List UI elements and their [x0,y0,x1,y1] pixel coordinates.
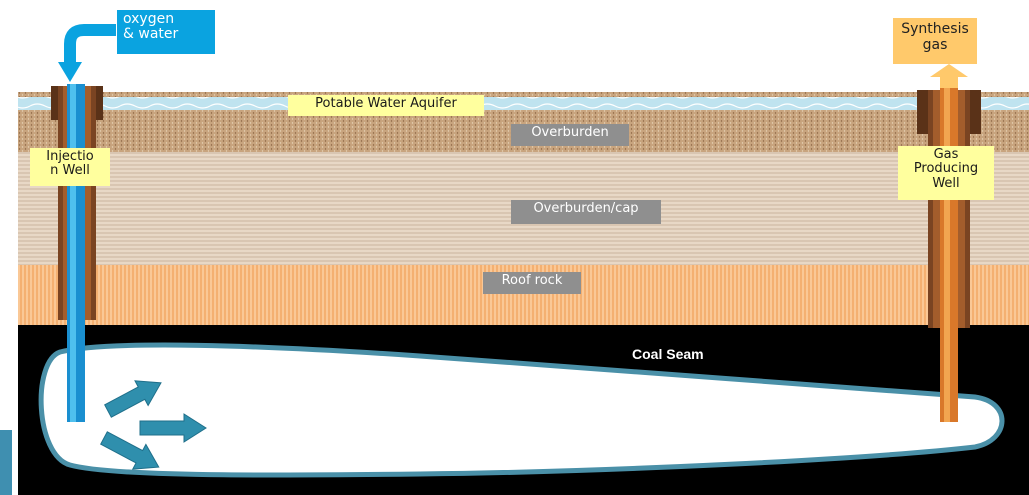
gas-producing-well-line-3: Well [932,175,960,191]
flow-arrow-icon [104,380,162,418]
roof-rock-label: Roof rock [483,272,581,294]
gas-producing-well-line-2: Producing [913,161,979,177]
gas-producing-well-label: Gas Producing Well [898,146,994,200]
injection-well [51,84,103,422]
coal-seam-label: Coal Seam [632,346,704,362]
injection-well-line-2: n Well [50,163,90,179]
gas-producing-well-line-1: Gas [933,147,959,162]
inflow-arrow-icon [58,24,116,82]
overburden-cap-label: Overburden/cap [511,200,661,224]
gasification-cavity [38,342,1005,478]
synthesis-gas-label: Synthesis gas [893,18,977,64]
synthesis-gas-line-1: Synthesis [901,21,969,37]
overburden-label: Overburden [511,124,629,146]
flow-arrow-icon [139,413,207,443]
aquifer-layer [18,97,1029,110]
oxygen-water-line-2: & water [123,25,179,42]
oxygen-water-line-1: oxygen [123,11,175,27]
aquifer-label: Potable Water Aquifer [288,95,484,116]
outflow-arrow-icon [930,64,968,88]
flow-arrow-icon [100,431,160,470]
injection-well-label: Injectio n Well [30,148,110,186]
oxygen-water-label: oxygen & water [117,10,215,54]
injection-well-line-1: Injectio [46,149,94,164]
side-accent [0,430,12,495]
synthesis-gas-line-2: gas [922,37,948,54]
